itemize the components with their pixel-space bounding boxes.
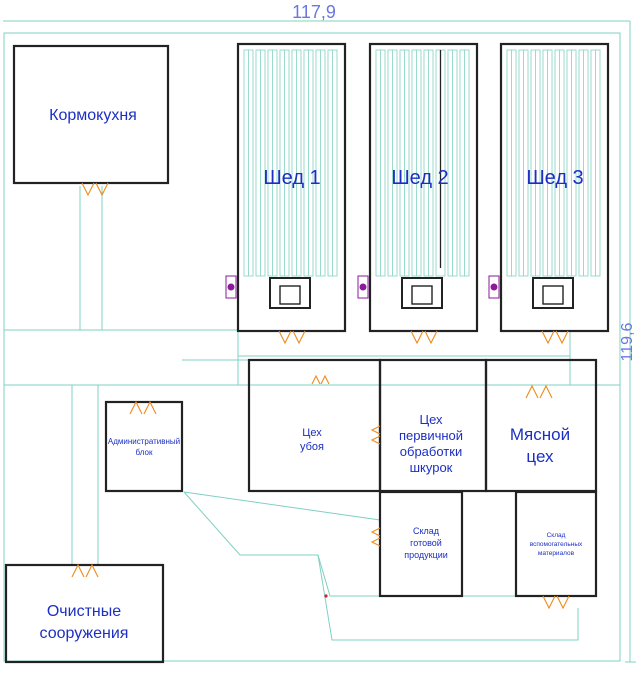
shkurki-label-line-1: Цех: [419, 412, 443, 427]
shed-3-marker: [490, 283, 498, 291]
shed-2-marker: [359, 283, 367, 291]
width-dimension: 117,9: [3, 2, 630, 22]
shkurki-label-line-2: первичной: [399, 428, 463, 443]
sklad-gp-label-line-3: продукции: [404, 550, 448, 560]
ubo-label-line-1: Цех: [302, 427, 322, 439]
myasnoy-label-line-1: Мясной: [510, 425, 570, 444]
admin-label-line-2: блок: [136, 448, 153, 457]
admin-label-line-1: Административный: [108, 437, 180, 446]
shkurki-label-line-4: шкурок: [410, 460, 453, 475]
shed-1-marker: [227, 283, 235, 291]
sklad-gp-label-line-1: Склад: [413, 526, 440, 536]
sklad-vm-label-line-2: вспомогательных: [530, 541, 583, 548]
building-sklad-vm: Склад вспомогательных материалов: [514, 490, 598, 610]
building-shed-2: Шед 2: [357, 42, 479, 345]
width-dimension-label: 117,9: [292, 2, 336, 22]
shed-3-cage-rows: [506, 49, 601, 277]
building-shed-3: Шед 3: [488, 42, 610, 345]
shkurki-label-line-3: обработки: [400, 444, 462, 459]
shed-1-label: Шед 1: [263, 167, 320, 189]
site-roads: [3, 32, 621, 662]
ochistnye-label-line-1: Очистные: [47, 603, 121, 620]
shed-2-cage-rows: [375, 49, 470, 277]
building-shkurki: Цех первичной обработки шкурок: [370, 358, 488, 493]
ubo-label-line-2: убоя: [300, 441, 324, 453]
sklad-vm-label-line-1: Склад: [547, 532, 566, 539]
myasnoy-label-line-2: цех: [526, 447, 554, 466]
building-ubo: Цех убоя: [247, 358, 382, 493]
building-sklad-gp: Склад готовой продукции: [370, 490, 464, 598]
sklad-vm-label-line-3: материалов: [538, 550, 575, 557]
ochistnye-label-line-2: сооружения: [40, 625, 129, 642]
building-myasnoy: Мясной цех: [484, 358, 598, 493]
building-kormokuhnya: Кормокухня: [12, 44, 170, 197]
site-point-marker: [324, 594, 328, 598]
sklad-gp-label-line-2: готовой: [410, 538, 442, 548]
building-admin: Административный блок: [104, 400, 184, 493]
building-shed-1: Шед 1: [225, 42, 347, 345]
height-dimension-label: 119,6: [619, 322, 636, 361]
kormokuhnya-label: Кормокухня: [49, 107, 137, 124]
shed-2-label: Шед 2: [391, 167, 448, 189]
shed-1-cage-rows: [243, 49, 338, 277]
shed-3-label: Шед 3: [526, 167, 583, 189]
height-dimension: 119,6: [619, 21, 636, 663]
building-ochistnye: Очистные сооружения: [4, 563, 165, 664]
